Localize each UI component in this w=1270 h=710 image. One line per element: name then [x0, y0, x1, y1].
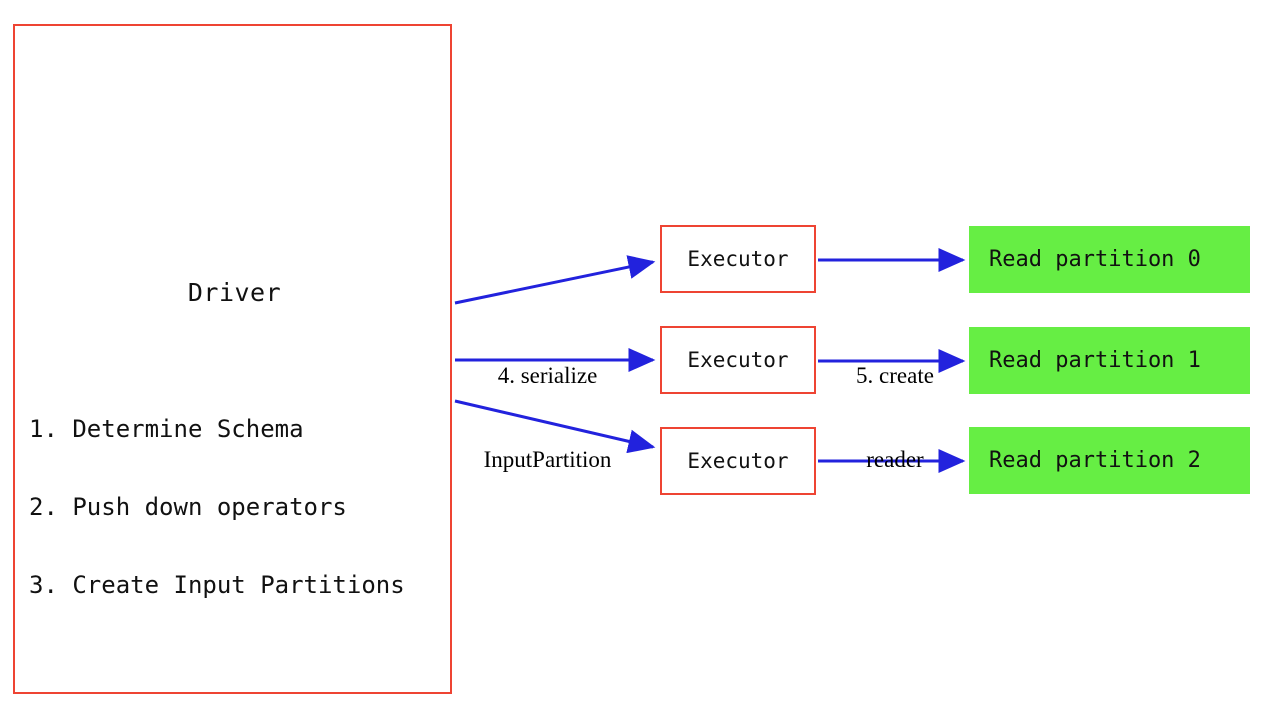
partition-label-1: Read partition 1: [989, 348, 1201, 373]
executor-box-3: Executor: [660, 427, 816, 495]
edge-label-create-reader-line2: reader: [866, 447, 924, 472]
edge-label-create-reader-line1: 5. create: [856, 363, 934, 388]
partition-box-2: Read partition 2: [969, 427, 1250, 494]
driver-step-3: 3. Create Input Partitions: [29, 571, 405, 599]
driver-step-1: 1. Determine Schema: [29, 415, 304, 443]
executor-label-3: Executor: [687, 449, 789, 473]
partition-box-0: Read partition 0: [969, 226, 1250, 293]
driver-steps-list: 1. Determine Schema 2. Push down operato…: [29, 364, 405, 650]
partition-box-1: Read partition 1: [969, 327, 1250, 394]
partition-label-2: Read partition 2: [989, 448, 1201, 473]
driver-box: Driver 1. Determine Schema 2. Push down …: [13, 24, 452, 694]
edge-label-serialize-line1: 4. serialize: [497, 363, 598, 388]
executor-box-1: Executor: [660, 225, 816, 293]
edge-label-serialize-line2: InputPartition: [483, 447, 612, 472]
executor-label-2: Executor: [687, 348, 789, 372]
executor-box-2: Executor: [660, 326, 816, 394]
executor-label-1: Executor: [687, 247, 789, 271]
arrow-driver-to-executor-1: [454, 255, 656, 305]
edge-label-create-reader: 5. create reader: [820, 306, 970, 530]
driver-step-2: 2. Push down operators: [29, 493, 347, 521]
driver-title: Driver: [187, 278, 282, 307]
partition-label-0: Read partition 0: [989, 247, 1201, 272]
edge-label-serialize: 4. serialize InputPartition: [455, 306, 640, 530]
